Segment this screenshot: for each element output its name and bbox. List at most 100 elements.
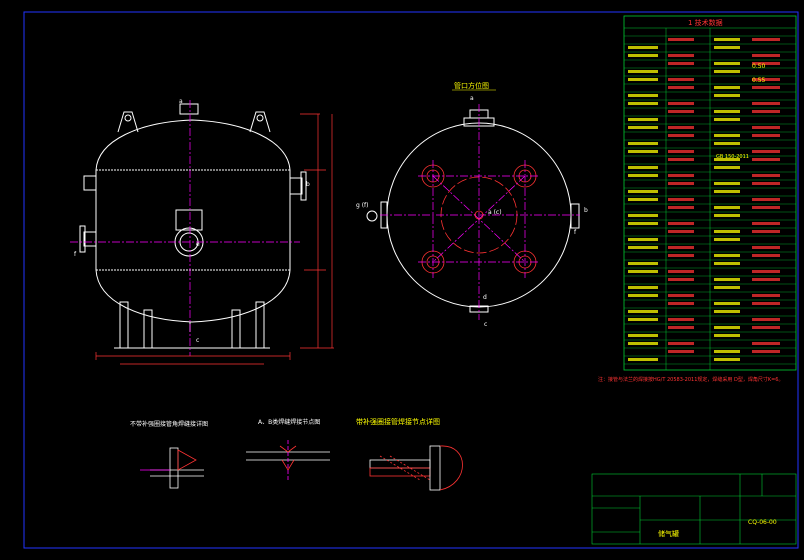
elev-label-b: b <box>306 181 310 188</box>
table-cell-text <box>668 302 694 305</box>
table-cell-text <box>628 342 658 345</box>
tech-standard: GB 150-2011 <box>716 154 749 160</box>
table-cell-text <box>668 230 694 233</box>
table-cell-text <box>752 222 780 225</box>
table-cell-text <box>714 310 740 313</box>
table-cell-text <box>628 54 658 57</box>
table-cell-text <box>628 190 658 193</box>
table-cell-text <box>668 158 694 161</box>
table-cell-text <box>628 214 658 217</box>
table-cell-text <box>668 342 694 345</box>
table-cell-text <box>714 230 740 233</box>
orient-label-a: a <box>470 95 474 102</box>
table-cell-text <box>628 262 658 265</box>
table-cell-text <box>714 350 740 353</box>
support-leg-1 <box>119 301 129 349</box>
table-cell-text <box>668 318 694 321</box>
table-cell-text <box>714 46 740 49</box>
nozzle-orientation-title: 管口方位图 <box>454 81 489 90</box>
table-cell-text <box>668 270 694 273</box>
table-cell-text <box>714 286 740 289</box>
table-cell-text <box>668 62 694 65</box>
table-cell-text <box>714 110 740 113</box>
table-cell-text <box>752 78 780 81</box>
table-cell-text <box>752 278 780 281</box>
nozzle-b-right <box>570 203 580 229</box>
table-cell-text <box>752 206 780 209</box>
table-cell-text <box>752 326 780 329</box>
drawing-name: 储气罐 <box>658 529 679 538</box>
nozzle-left-upper <box>83 175 96 191</box>
table-cell-text <box>628 238 658 241</box>
table-cell-text <box>752 182 780 185</box>
table-cell-text <box>752 126 780 129</box>
table-cell-text <box>668 54 694 57</box>
table-cell-text <box>714 70 740 73</box>
table-cell-text <box>714 278 740 281</box>
table-cell-text <box>714 38 740 41</box>
drawing-number: CQ-06-00 <box>748 519 777 526</box>
table-cell-text <box>752 54 780 57</box>
orientation-view <box>366 109 580 313</box>
table-cell-text <box>752 102 780 105</box>
table-cell-text <box>714 334 740 337</box>
orient-label-c: c <box>484 321 487 328</box>
table-cell-text <box>628 334 658 337</box>
tech-value-2: 0.55 <box>752 77 766 84</box>
table-cell-text <box>668 86 694 89</box>
table-cell-text <box>668 134 694 137</box>
table-cell-text <box>752 62 780 65</box>
table-cell-text <box>628 286 658 289</box>
table-cell-text <box>714 214 740 217</box>
table-cell-text <box>628 198 658 201</box>
table-cell-text <box>714 118 740 121</box>
elev-label-f: f <box>74 251 77 258</box>
table-cell-text <box>668 126 694 129</box>
table-cell-text <box>714 358 740 361</box>
tech-table-title: 1 技术数据 <box>688 18 723 27</box>
table-cell-text <box>628 142 658 145</box>
table-cell-text <box>714 302 740 305</box>
table-cell-text <box>752 38 780 41</box>
table-cell-text <box>752 174 780 177</box>
table-cell-text <box>752 254 780 257</box>
table-cell-text <box>714 94 740 97</box>
table-cell-text <box>714 254 740 257</box>
table-cell-text <box>752 150 780 153</box>
table-cell-text <box>668 110 694 113</box>
table-cell-text <box>752 342 780 345</box>
table-cell-text <box>752 318 780 321</box>
table-cell-text <box>752 302 780 305</box>
outer-frame <box>23 11 799 549</box>
table-cell-text <box>714 142 740 145</box>
table-cell-text <box>668 246 694 249</box>
table-cell-text <box>714 166 740 169</box>
table-cell-text <box>714 190 740 193</box>
table-cell-text <box>714 326 740 329</box>
tech-value-1: 0.50 <box>752 63 766 70</box>
weld-detail-1 <box>140 447 204 489</box>
technical-data-table: 1 技术数据 0.50 0.55 GB 150-2011 <box>623 15 797 371</box>
weld-detail-3 <box>369 445 463 491</box>
lifting-lug-right <box>249 111 271 133</box>
table-cell-text <box>628 70 658 73</box>
table-cell-text <box>628 118 658 121</box>
table-cell-text <box>628 270 658 273</box>
table-cell-text <box>752 246 780 249</box>
table-cell-text <box>752 86 780 89</box>
table-cell-text <box>668 198 694 201</box>
orient-label-d: d <box>483 294 487 301</box>
table-cell-text <box>714 262 740 265</box>
table-cell-text <box>668 182 694 185</box>
detail-1-title: 不带补强圈接管角焊缝接详图 <box>130 420 208 428</box>
elev-label-e: e <box>196 241 200 248</box>
table-cell-text <box>668 206 694 209</box>
lifting-lug-left <box>117 111 139 133</box>
table-cell-text <box>668 222 694 225</box>
orient-label-g: g (f) <box>356 202 369 209</box>
table-cell-text <box>752 198 780 201</box>
weld-detail-2 <box>246 440 330 480</box>
table-cell-text <box>628 94 658 97</box>
table-cell-text <box>668 294 694 297</box>
elev-label-a: a <box>179 98 183 105</box>
